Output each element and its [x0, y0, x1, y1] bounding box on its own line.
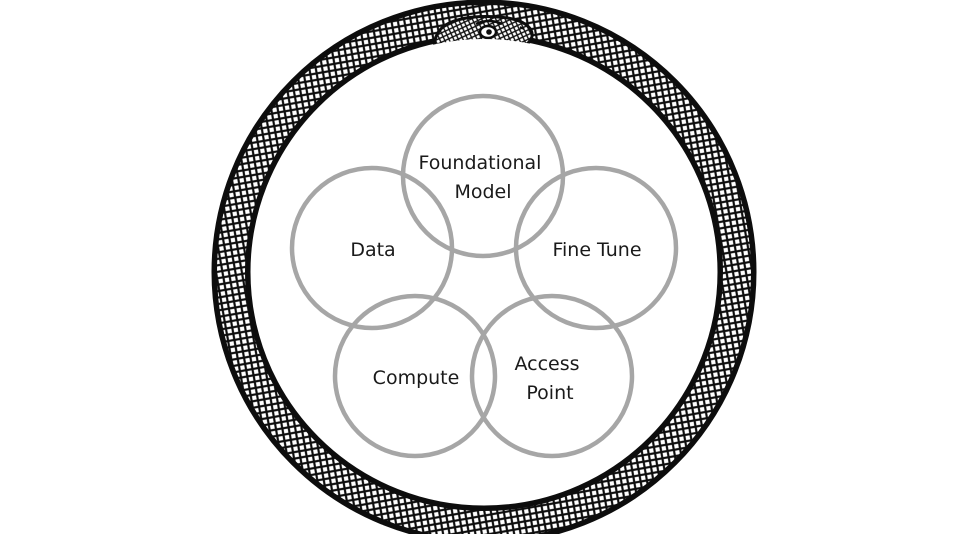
diagram-inner-area — [251, 39, 717, 505]
circle-compute — [332, 293, 498, 459]
label-access-point-line-1: Access — [514, 353, 579, 375]
label-data: Data — [350, 239, 395, 261]
label-access-point-line-2: Point — [526, 382, 573, 404]
circle-data — [289, 165, 455, 331]
snake-brow — [475, 19, 503, 26]
snake-outer-edge — [211, 0, 757, 534]
snake-nostril — [519, 26, 525, 30]
label-foundational-model-line-2: Model — [454, 181, 511, 203]
snake-pupil — [486, 29, 492, 35]
circle-fine-tune — [513, 165, 679, 331]
label-access-point: Access Point — [514, 353, 585, 404]
label-foundational-model-line-1: Foundational — [418, 152, 541, 174]
label-compute: Compute — [373, 367, 460, 389]
venn-labels: Foundational Model Data Fine Tune Comput… — [350, 152, 641, 404]
circle-access-point — [469, 293, 635, 459]
label-foundational-model: Foundational Model — [418, 152, 547, 203]
label-fine-tune: Fine Tune — [552, 239, 641, 261]
venn-circles — [289, 93, 679, 459]
